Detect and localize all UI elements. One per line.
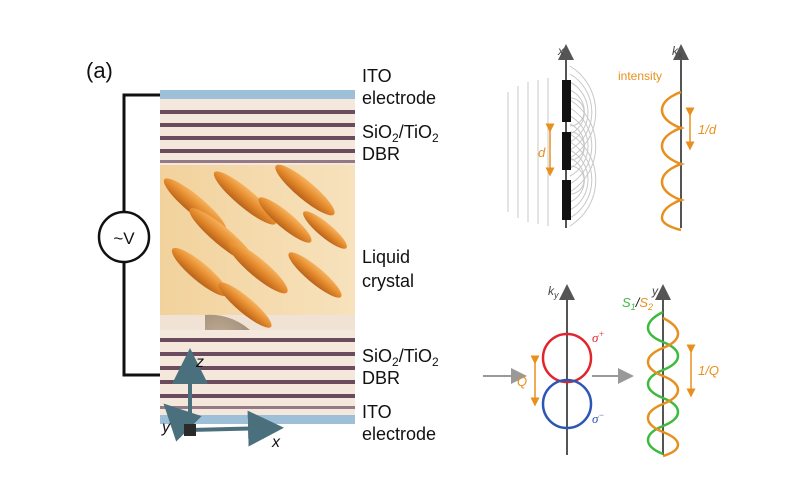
S2-curve xyxy=(646,316,680,458)
top-dbr-label-2: DBR xyxy=(362,144,400,164)
split-y-label: y xyxy=(651,284,659,298)
grating-slit xyxy=(562,132,571,170)
voltage-source-icon xyxy=(97,210,151,264)
lc-molecule xyxy=(171,247,229,297)
lc-molecule xyxy=(303,211,347,249)
voltage-label: ~V xyxy=(113,229,135,248)
lc-molecule xyxy=(218,282,272,328)
diffracted-wavefronts xyxy=(569,65,597,227)
intensity-curve xyxy=(660,90,686,232)
Q-label: Q xyxy=(517,374,527,389)
lc-molecule xyxy=(213,171,277,225)
circuit-wire-top xyxy=(122,93,160,212)
circuit-wire-bottom xyxy=(122,262,160,377)
lc-molecule xyxy=(275,164,335,216)
top-dbr-label-1: SiO2/TiO2 xyxy=(362,122,439,145)
x-axis-label: x xyxy=(271,434,281,451)
top-electrode-label-1: ITO xyxy=(362,66,392,86)
grating xyxy=(562,80,571,220)
top-ito-layer xyxy=(160,90,355,99)
diffraction-kx-label: kx xyxy=(672,44,683,60)
axes-3d: z x y xyxy=(161,348,284,451)
lc-label-1: Liquid xyxy=(362,247,410,267)
panel-label: (a) xyxy=(86,58,113,83)
top-electrode-label-2: electrode xyxy=(362,88,436,108)
sigma-minus-label: σ− xyxy=(592,410,605,426)
lc-molecules xyxy=(163,164,347,328)
split-ky-label: ky xyxy=(548,284,559,300)
lc-label-2: crystal xyxy=(362,271,414,291)
sigma-minus-ring xyxy=(541,378,593,430)
bottom-dbr-label-2: DBR xyxy=(362,368,400,388)
inverse-period-label: 1/d xyxy=(698,122,717,137)
z-axis-label: z xyxy=(195,354,204,371)
diffraction-inset: x d kx intensity 1/d xyxy=(507,44,717,232)
intensity-label: intensity xyxy=(618,69,662,83)
lc-molecule xyxy=(288,252,342,298)
grating-slit xyxy=(562,180,571,220)
stokes-labels: S1/S2 xyxy=(622,295,653,312)
bottom-electrode-label-1: ITO xyxy=(362,402,392,422)
diffraction-x-label: x xyxy=(557,44,565,58)
top-dbr-stack xyxy=(160,99,355,165)
x-axis-arrow xyxy=(189,410,284,447)
lc-molecule xyxy=(228,242,288,294)
lc-molecule xyxy=(258,197,312,243)
split-inset: ky σ+ σ− Q y S1/S2 1/Q xyxy=(483,284,719,458)
sigma-plus-label: σ+ xyxy=(592,329,605,345)
inverse-Q-label: 1/Q xyxy=(698,363,719,378)
S1-curve xyxy=(646,310,680,456)
bottom-dbr-label-1: SiO2/TiO2 xyxy=(362,346,439,369)
period-label: d xyxy=(538,145,546,160)
grating-slit xyxy=(562,80,571,122)
bottom-electrode-label-2: electrode xyxy=(362,424,436,444)
axes-origin-block xyxy=(184,424,196,436)
y-axis-label: y xyxy=(161,419,171,436)
layer-labels: ITO electrode SiO2/TiO2 DBR Liquid cryst… xyxy=(362,66,439,444)
sigma-plus-ring xyxy=(541,332,593,384)
